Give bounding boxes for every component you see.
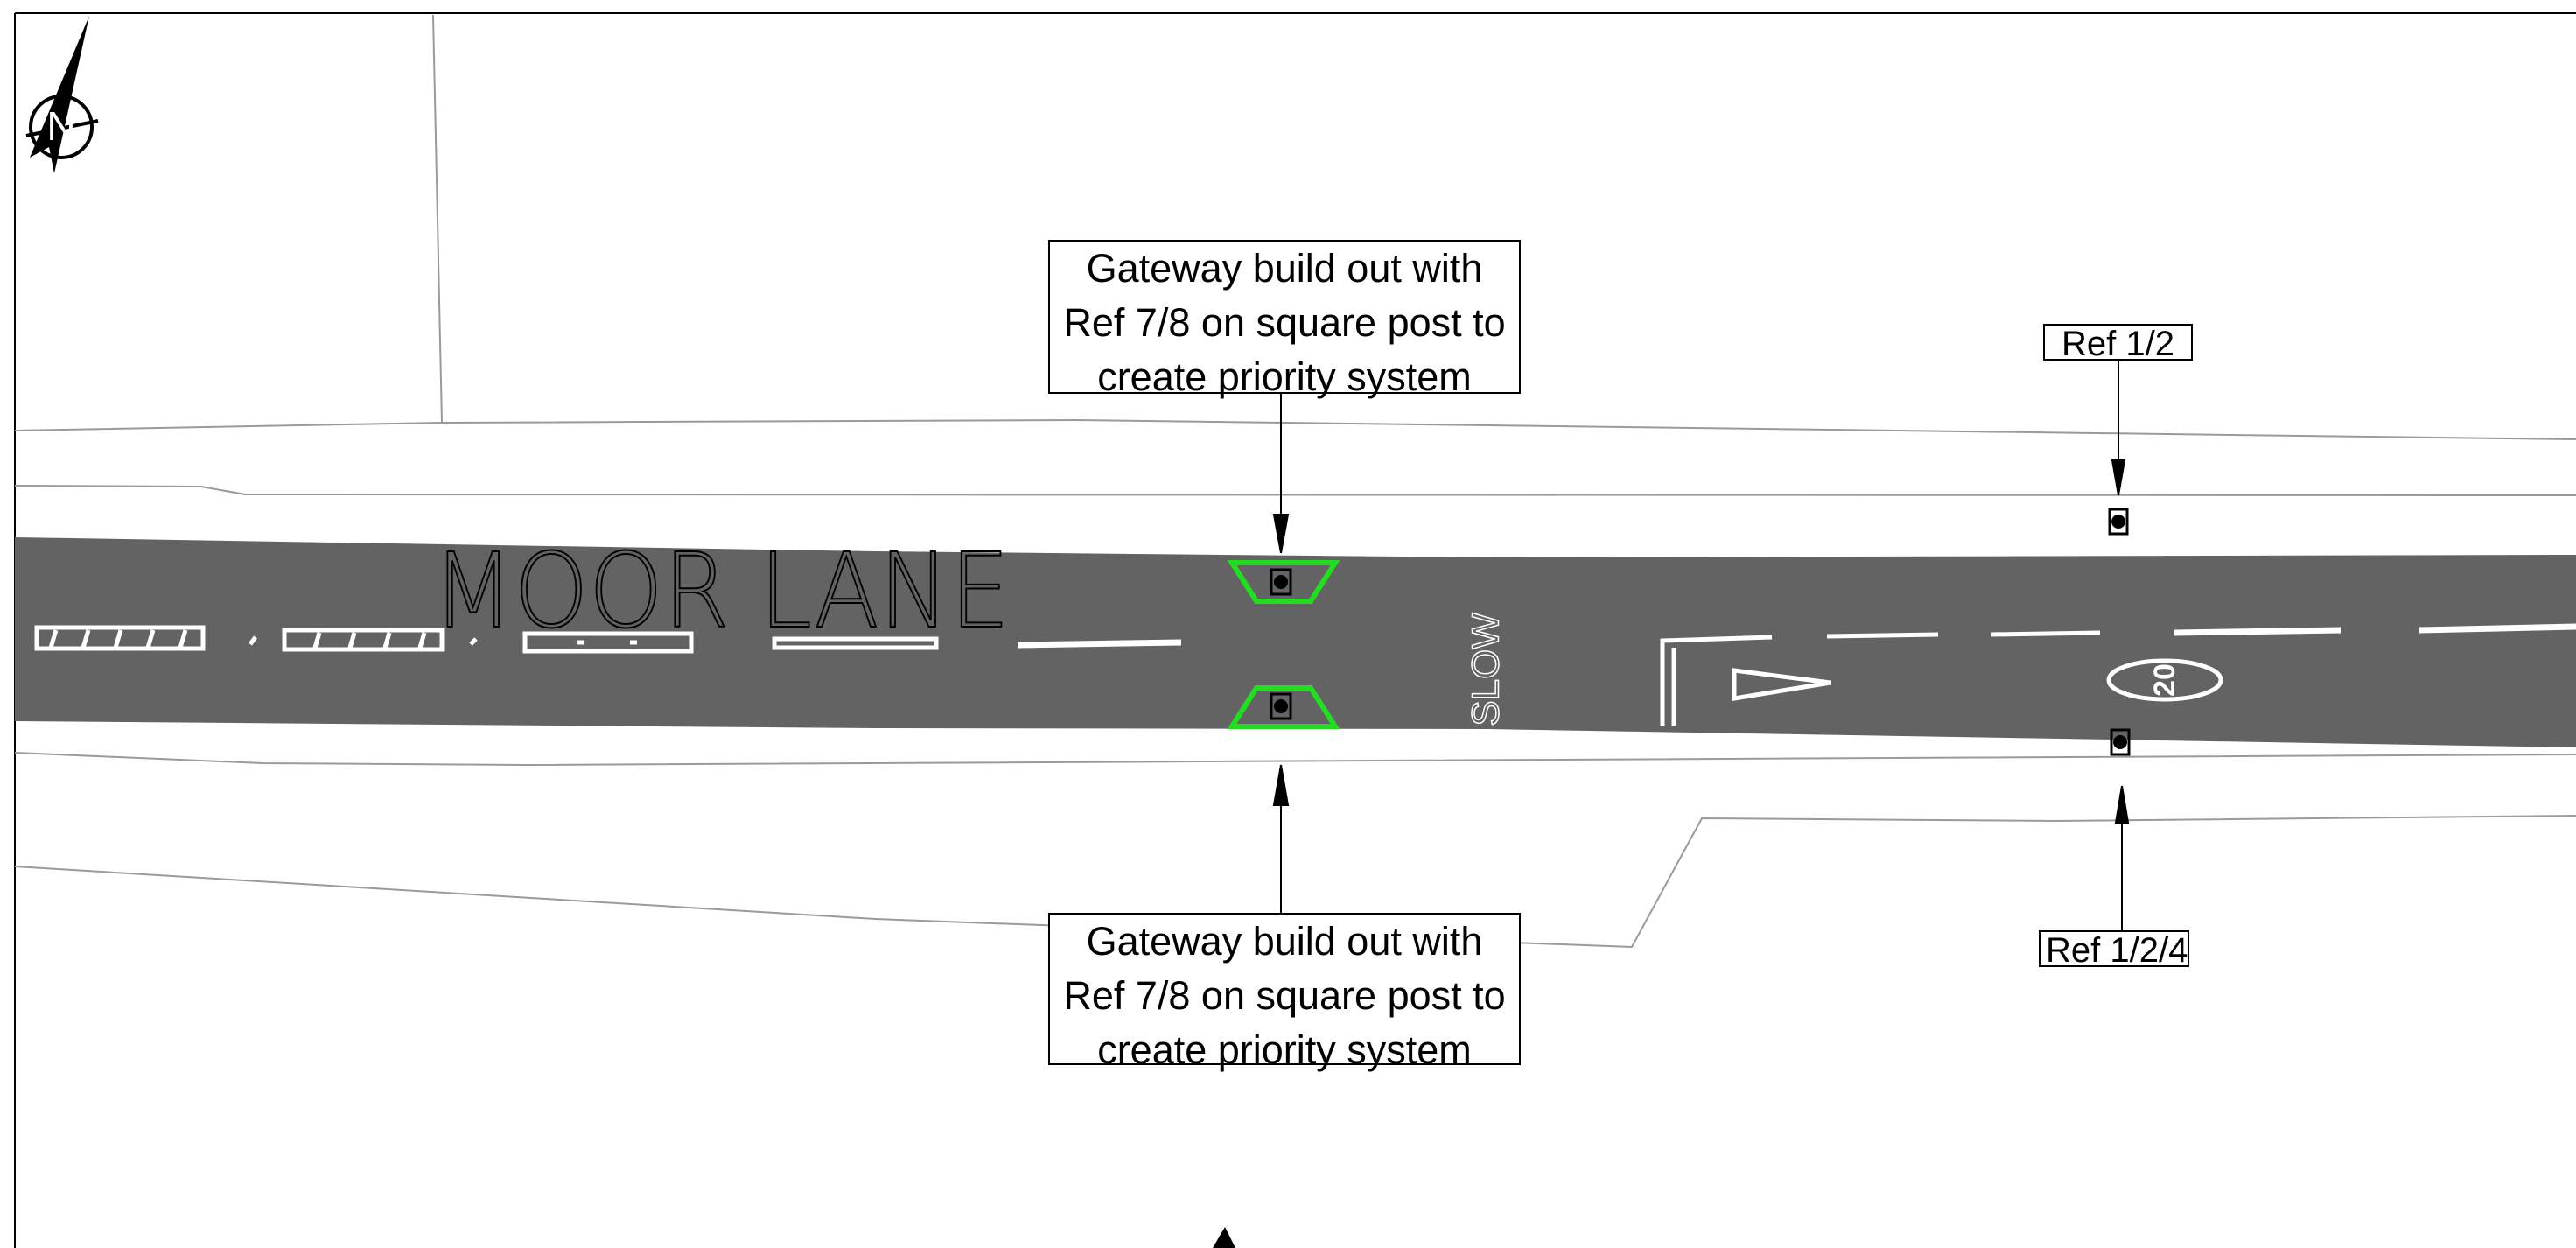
sign-post-north-gateway	[1270, 568, 1292, 596]
sign-posts	[1270, 508, 2131, 756]
road-markings	[34, 623, 2576, 726]
ref-north-callout: Ref 1/2	[2043, 324, 2193, 362]
property-boundary-lines	[14, 14, 2576, 949]
marking-text: 20 SLOW	[1464, 612, 2181, 727]
gateway-south-callout: Gateway build out with Ref 7/8 on square…	[1048, 913, 1521, 1072]
north-arrow-icon: N	[25, 16, 99, 173]
road-name-label: MOOR LANE	[432, 530, 1010, 651]
speed-roundel-text: 20	[2148, 663, 2181, 697]
leader-arrows	[1272, 361, 2130, 930]
north-label: N	[46, 103, 75, 149]
sign-post-ref-north	[2108, 508, 2129, 536]
gateway-north-callout: Gateway build out with Ref 7/8 on square…	[1048, 240, 1521, 399]
sign-post-south-gateway	[1270, 692, 1292, 720]
sign-post-ref-south	[2110, 728, 2131, 756]
carriageway	[15, 537, 2576, 747]
north-arrow-partial-icon	[1213, 1227, 1236, 1248]
ref-south-callout: Ref 1/2/4	[2039, 930, 2189, 969]
build-out-north	[1227, 560, 1340, 604]
gateway-build-outs	[1227, 560, 1340, 729]
build-out-south	[1227, 685, 1340, 729]
slow-marking-text: SLOW	[1465, 613, 1508, 726]
